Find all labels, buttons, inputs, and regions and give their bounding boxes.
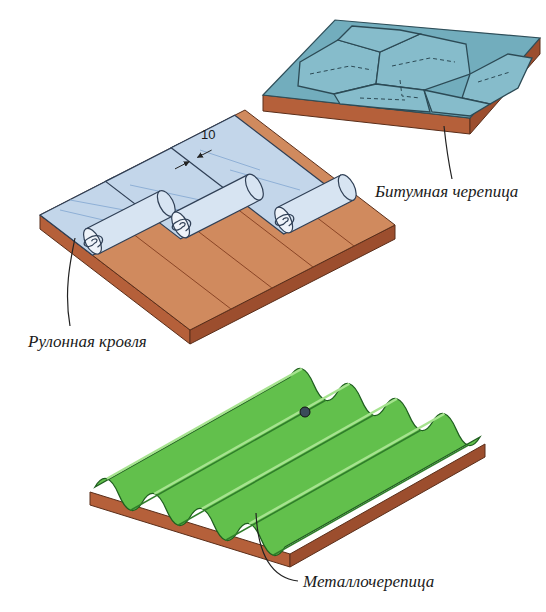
part-label: Рулонная кровля bbox=[28, 332, 147, 352]
metal-tile bbox=[90, 368, 485, 567]
shingle-panel bbox=[263, 20, 540, 134]
roll-roofing bbox=[40, 110, 395, 344]
dimension-label: 10 bbox=[199, 127, 217, 142]
dimension-arrows bbox=[175, 150, 212, 169]
part-label: Металлочерепица bbox=[303, 572, 434, 592]
part-label: Битумная черепица bbox=[375, 182, 518, 202]
